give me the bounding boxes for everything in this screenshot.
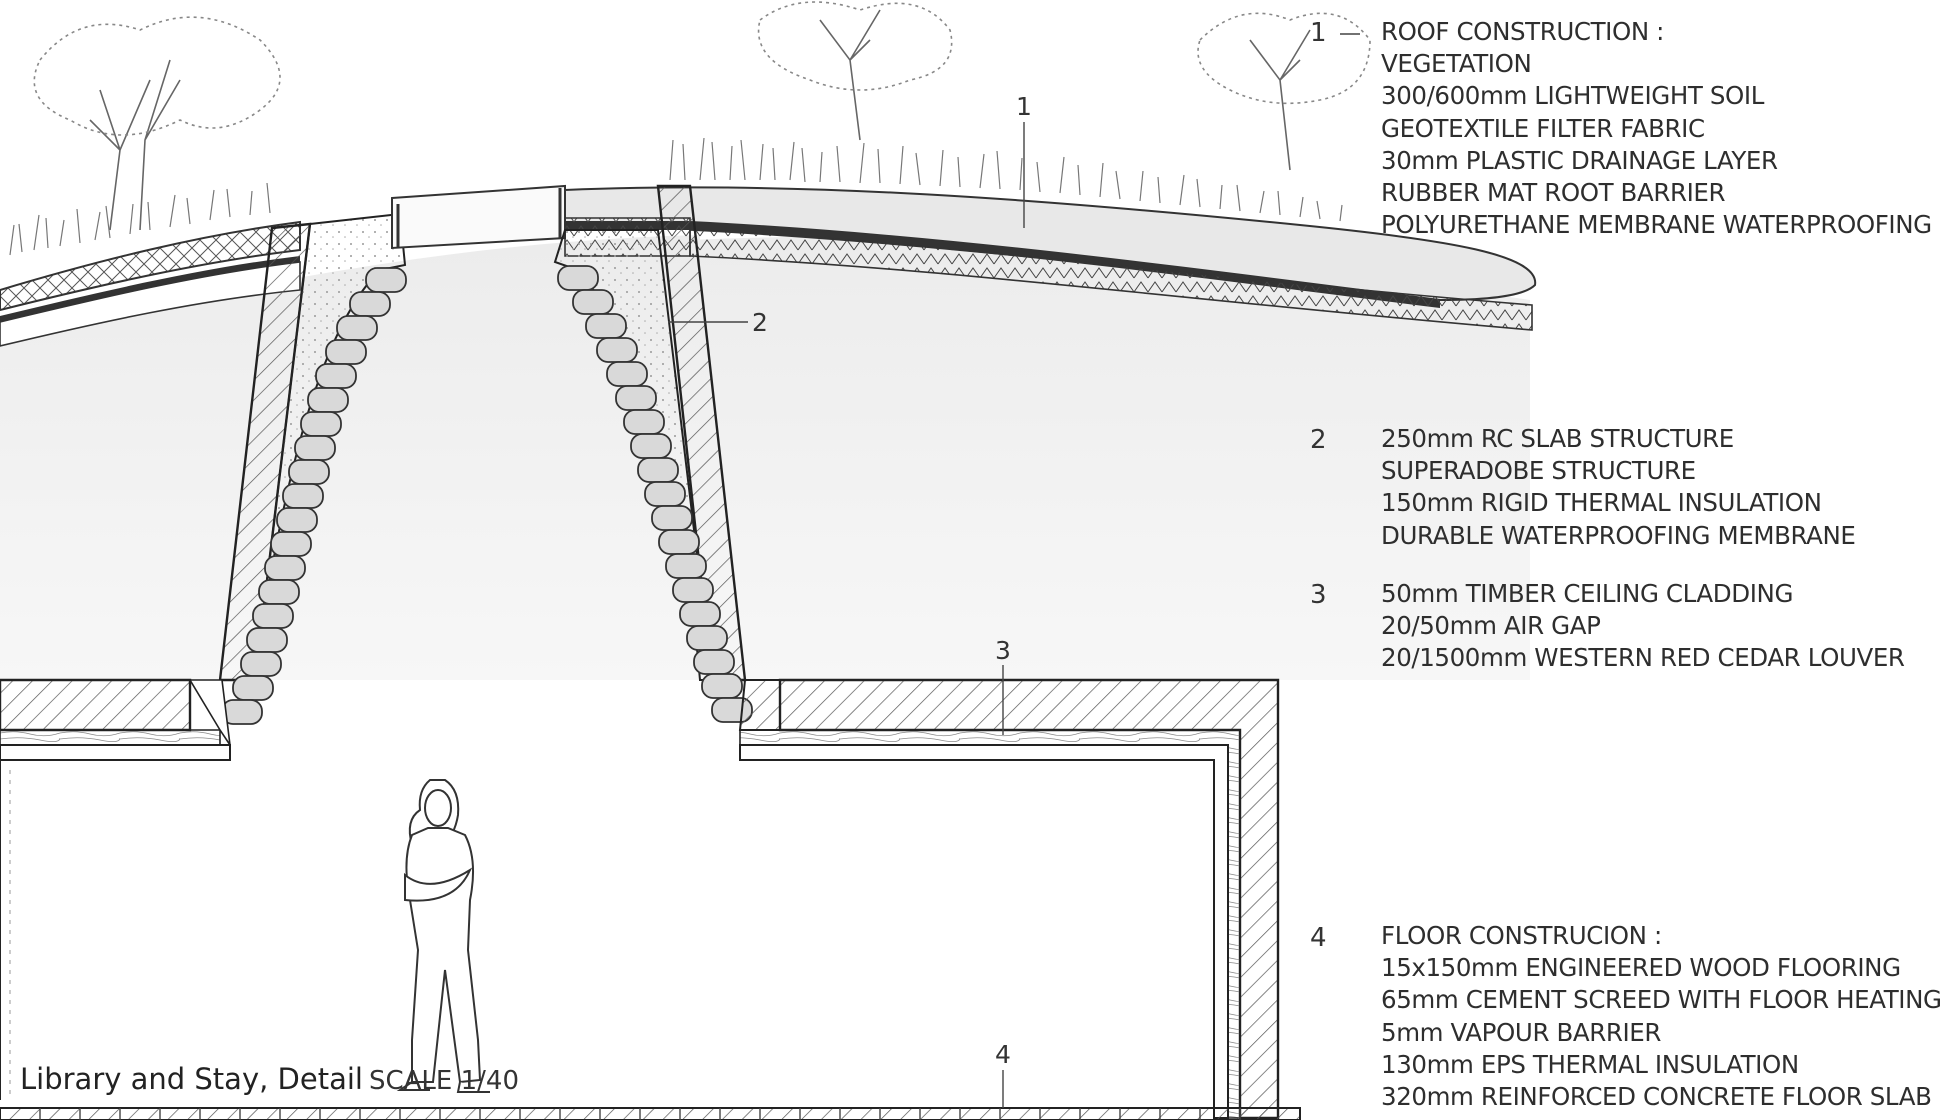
legend-line: 250mm RC SLAB STRUCTURE bbox=[1381, 424, 1734, 453]
slab-left bbox=[0, 678, 192, 732]
grass bbox=[9, 137, 1343, 256]
legend-line: 15x150mm ENGINEERED WOOD FLOORING bbox=[1381, 953, 1901, 983]
legend-line: ROOF CONSTRUCTION : bbox=[1381, 17, 1665, 46]
legend-line: 20/1500mm WESTERN RED CEDAR LOUVER bbox=[1381, 643, 1905, 673]
legend-line: 50mm TIMBER CEILING CLADDING bbox=[1381, 579, 1794, 608]
leader-number-2: 2 bbox=[752, 308, 768, 337]
legend-group-structure: 250mm RC SLAB STRUCTURE SUPERADOBE STRUC… bbox=[1381, 423, 1920, 552]
skylight bbox=[391, 184, 566, 250]
legend-line: 300/600mm LIGHTWEIGHT SOIL bbox=[1381, 81, 1764, 111]
legend-group-ceiling: 50mm TIMBER CEILING CLADDING 20/50mm AIR… bbox=[1381, 578, 1920, 675]
tree-left bbox=[33, 16, 281, 231]
leader-number-4: 4 bbox=[995, 1040, 1011, 1069]
legend-line: 5mm VAPOUR BARRIER bbox=[1381, 1017, 1662, 1047]
legend-line: DURABLE WATERPROOFING MEMBRANE bbox=[1381, 520, 1856, 550]
legend-line: RUBBER MAT ROOT BARRIER bbox=[1381, 178, 1726, 208]
legend-line: GEOTEXTILE FILTER FABRIC bbox=[1381, 113, 1705, 143]
legend-number-4: 4 bbox=[1310, 923, 1327, 953]
legend-number-1: 1 bbox=[1310, 18, 1327, 48]
leader-lines bbox=[668, 33, 1360, 1108]
legend-line: 150mm RIGID THERMAL INSULATION bbox=[1381, 488, 1822, 518]
legend-line: 320mm REINFORCED CONCRETE FLOOR SLAB bbox=[1381, 1082, 1932, 1112]
legend-line: 130mm EPS THERMAL INSULATION bbox=[1381, 1049, 1799, 1079]
leader-number-1: 1 bbox=[1016, 92, 1032, 121]
legend-group-floor: FLOOR CONSTRUCION : 15x150mm ENGINEERED … bbox=[1381, 920, 1942, 1113]
legend-line: POLYURETHANE MEMBRANE WATERPROOFING bbox=[1381, 210, 1932, 240]
legend-line: 20/50mm AIR GAP bbox=[1381, 611, 1601, 641]
superadobe-bags-left bbox=[221, 267, 407, 725]
legend-line: 30mm PLASTIC DRAINAGE LAYER bbox=[1381, 145, 1778, 175]
legend-number-2: 2 bbox=[1310, 425, 1327, 455]
superadobe-bags-right bbox=[557, 265, 753, 723]
legend-line: SUPERADOBE STRUCTURE bbox=[1381, 456, 1696, 486]
leader-number-3: 3 bbox=[995, 636, 1011, 665]
drawing-title: Library and Stay, Detail bbox=[20, 1062, 363, 1096]
legend-line: 65mm CEMENT SCREED WITH FLOOR HEATING bbox=[1381, 985, 1942, 1015]
floor-slab bbox=[0, 1107, 1301, 1120]
human-figure bbox=[396, 779, 490, 1093]
drawing-scale: SCALE 1/40 bbox=[368, 1066, 519, 1096]
legend-line: FLOOR CONSTRUCION : bbox=[1381, 921, 1662, 950]
legend-group-roof: ROOF CONSTRUCTION : VEGETATION 300/600mm… bbox=[1381, 16, 1932, 241]
tree-right bbox=[1197, 12, 1371, 171]
legend-line: VEGETATION bbox=[1381, 49, 1532, 79]
legend-number-3: 3 bbox=[1310, 580, 1327, 610]
tree-center bbox=[757, 1, 953, 141]
roof-drainage-right bbox=[689, 229, 1533, 331]
